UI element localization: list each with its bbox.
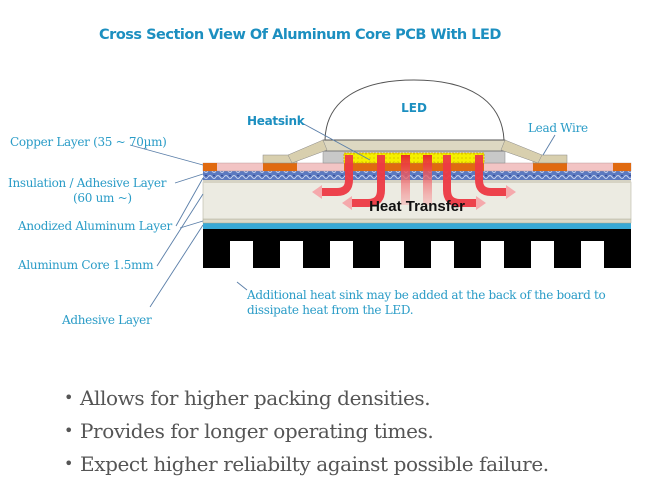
- bullet-icon: •: [64, 421, 74, 440]
- diagram-title-text: Cross Section View Of Aluminum Core PCB …: [99, 27, 501, 43]
- heat-arrow-right-outer: [475, 155, 506, 196]
- benefits-list: • Allows for higher packing densities. • P…: [64, 383, 549, 482]
- aluminum-core-label: Aluminum Core 1.5mm: [18, 258, 154, 272]
- benefit-item: • Expect higher reliabilty against possib…: [64, 449, 549, 482]
- leader-copper: [129, 144, 204, 166]
- leader-anodized-2: [179, 220, 204, 229]
- led-label: LED: [401, 101, 427, 115]
- benefit-text: Allows for higher packing densities.: [80, 386, 431, 410]
- led-heatsink-slug: [343, 152, 485, 164]
- heat-column: [401, 155, 410, 205]
- anodized-layer-label: Anodized Aluminum Layer: [18, 219, 172, 233]
- adhesive-strip: [202, 218, 632, 224]
- bullet-icon: •: [64, 454, 74, 473]
- adhesive-layer-label: Adhesive Layer: [62, 313, 152, 327]
- benefit-text: Provides for longer operating times.: [80, 419, 434, 443]
- lead-wires: [262, 139, 568, 164]
- copper-pads: [203, 163, 631, 171]
- anodized-aluminum-layer: [203, 223, 631, 229]
- heat-arrowhead: [312, 185, 322, 199]
- lead-wire-label: Lead Wire: [528, 121, 588, 135]
- heatsink-label: Heatsink: [247, 114, 305, 128]
- leader-heatsink: [301, 122, 371, 161]
- leader-lines: [129, 122, 556, 308]
- core-top-edge: [203, 180, 631, 183]
- heatsink-fins: [203, 229, 631, 268]
- heat-transfer-arrows: [312, 155, 516, 210]
- heat-transfer-label: Heat Transfer: [369, 198, 465, 215]
- benefit-item: • Provides for longer operating times.: [64, 416, 549, 449]
- heat-column: [423, 155, 432, 205]
- heat-arrow-left-inner: [352, 155, 385, 207]
- aluminum-core: [202, 181, 632, 220]
- benefit-text: Expect higher reliabilty against possibl…: [80, 452, 549, 476]
- insulation-layer-label: Insulation / Adhesive Layer: [8, 176, 167, 190]
- diagram-title: Cross Section View Of Aluminum Core PCB …: [0, 27, 600, 43]
- heat-arrow-left-outer: [322, 155, 353, 196]
- leader-insulation: [174, 173, 204, 184]
- led-dome: [324, 79, 505, 141]
- heat-arrowhead: [342, 196, 352, 210]
- benefit-item: • Allows for higher packing densities.: [64, 383, 549, 416]
- heat-arrowhead: [506, 185, 516, 199]
- bullet-icon: •: [64, 388, 74, 407]
- heat-arrow-right-inner: [443, 155, 476, 207]
- insulation-layer: [203, 171, 631, 180]
- leader-additional-heatsink: [236, 281, 248, 291]
- leader-core: [156, 193, 204, 267]
- leader-anodized: [175, 177, 204, 227]
- leader-adhesive: [149, 224, 204, 308]
- insulation-thickness-label: (60 um ~): [73, 191, 132, 205]
- heat-arrowhead: [476, 196, 486, 210]
- leader-lead-wire: [542, 134, 556, 156]
- copper-layer-label: Copper Layer (35 ~ 70µm): [10, 135, 167, 149]
- additional-heatsink-note: Additional heat sink may be added at the…: [247, 288, 606, 317]
